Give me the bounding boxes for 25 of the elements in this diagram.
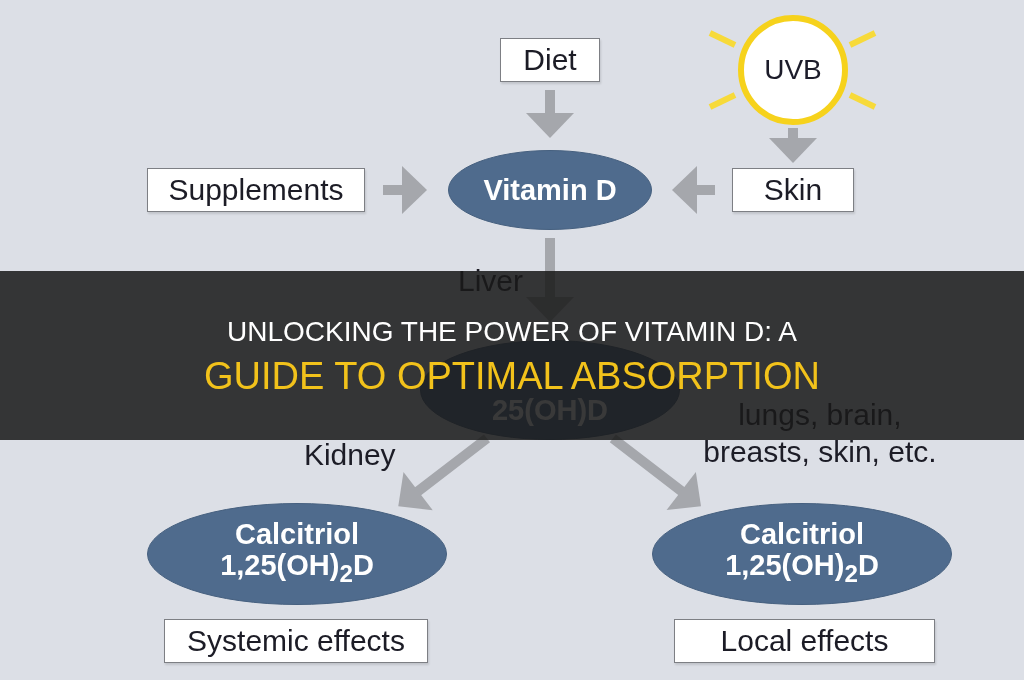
text-box [500, 38, 600, 82]
text-box [147, 168, 365, 212]
arrow [526, 90, 574, 138]
arrow [383, 166, 427, 214]
arrow [672, 166, 715, 214]
banner-title: UNLOCKING THE POWER OF VITAMIN D: A GUIDE TO OPTIMAL ABSORPTION [204, 315, 820, 396]
edge-label: Kidney [303, 436, 396, 473]
node-label: 1,25(OH)$_{2}$D [725, 550, 879, 589]
node-label: Systemic effects [187, 624, 405, 658]
node-label: Local effects [720, 624, 889, 658]
node-label: Diet [523, 43, 577, 77]
node-label: 1,25(OH)$_{2}$D [220, 550, 374, 589]
ellipse-node [448, 150, 652, 230]
ellipse-node [652, 503, 952, 605]
text-box [674, 619, 935, 663]
node-label: Calcitriol [739, 519, 865, 551]
node-label: UVB [764, 54, 822, 86]
ellipse-node [147, 503, 447, 605]
node-label: Calcitriol [234, 519, 360, 551]
text-box [164, 619, 428, 663]
node-label: Vitamin D [483, 174, 617, 206]
text-box [732, 168, 854, 212]
node-label: Supplements [168, 173, 344, 207]
arrow [769, 128, 817, 163]
node-label: Skin [763, 173, 823, 207]
